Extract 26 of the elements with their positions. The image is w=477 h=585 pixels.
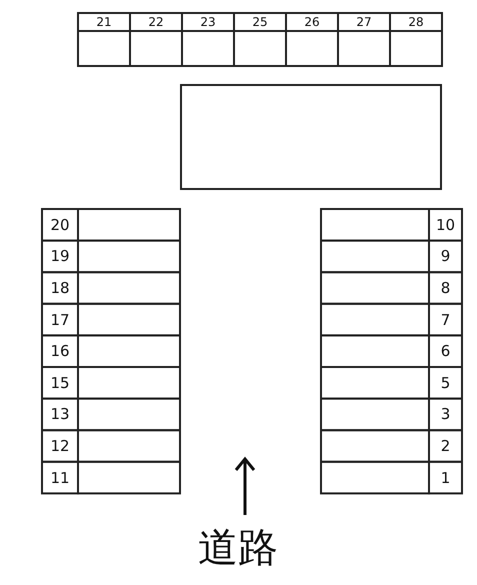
space-number: 7 [440, 310, 452, 331]
space-number: 5 [440, 372, 452, 394]
space-number: 16 [49, 341, 71, 362]
space-number: 19 [49, 246, 71, 268]
road-label: 道路 [198, 524, 278, 572]
space-number: 18 [49, 278, 71, 299]
space-number: 6 [440, 341, 452, 362]
space-number: 27 [355, 14, 373, 31]
space-number: 2 [440, 436, 452, 457]
space-number: 25 [251, 14, 269, 31]
space-number: 15 [49, 372, 71, 394]
space-number: 8 [440, 278, 452, 299]
space-number: 10 [434, 214, 456, 236]
space-number: 22 [147, 14, 165, 31]
space-number: 13 [49, 404, 71, 426]
space-number: 26 [303, 14, 321, 31]
space-number: 1 [440, 468, 452, 489]
space-number: 23 [199, 14, 217, 31]
space-number: 9 [440, 246, 452, 268]
space-number: 11 [49, 468, 71, 489]
space-number: 21 [95, 14, 113, 31]
space-number: 3 [440, 404, 452, 426]
space-number: 12 [49, 436, 71, 457]
space-number: 17 [49, 310, 71, 331]
space-number: 28 [407, 14, 425, 31]
space-number: 20 [49, 214, 71, 236]
